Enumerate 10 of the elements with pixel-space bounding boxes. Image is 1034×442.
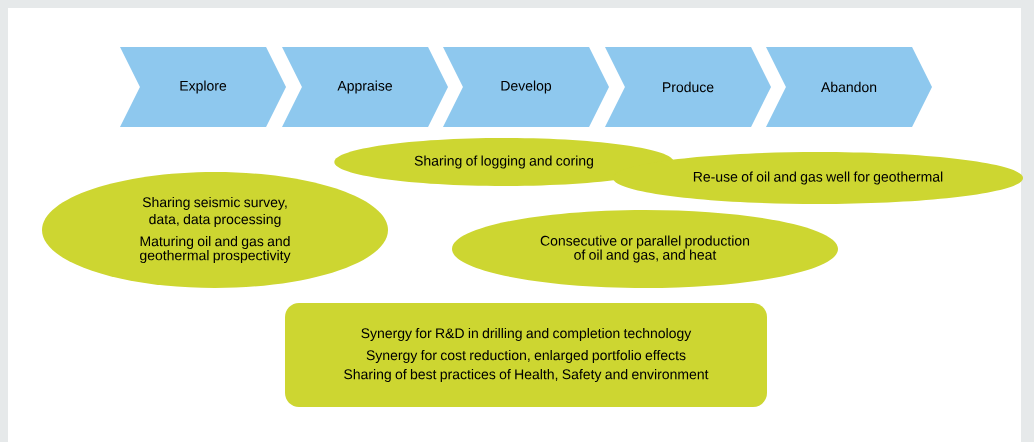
ellipse-label: Consecutive or parallel production of oil and gas, and heat: [452, 210, 838, 288]
rounded-box: Synergy for R&D in drilling and completion technology Synergy for cost reduction, enlarged portfolio effects Sharing of best practices of Health, Safety and environment: [285, 303, 767, 407]
ellipse-label: Re-use of oil and gas well for geothermal: [612, 152, 1024, 204]
chevron-step: Develop: [443, 47, 609, 127]
chevron-step: Explore: [120, 47, 286, 127]
chevron-step: Appraise: [282, 47, 448, 127]
ellipse-label: Sharing of logging and coring: [334, 138, 674, 186]
chevron-step: Produce: [605, 47, 771, 127]
chevron-step: Abandon: [766, 47, 932, 127]
ellipse-label: Sharing seismic survey, data, data processing Maturing oil and gas and geothermal prospectivity: [42, 172, 388, 288]
